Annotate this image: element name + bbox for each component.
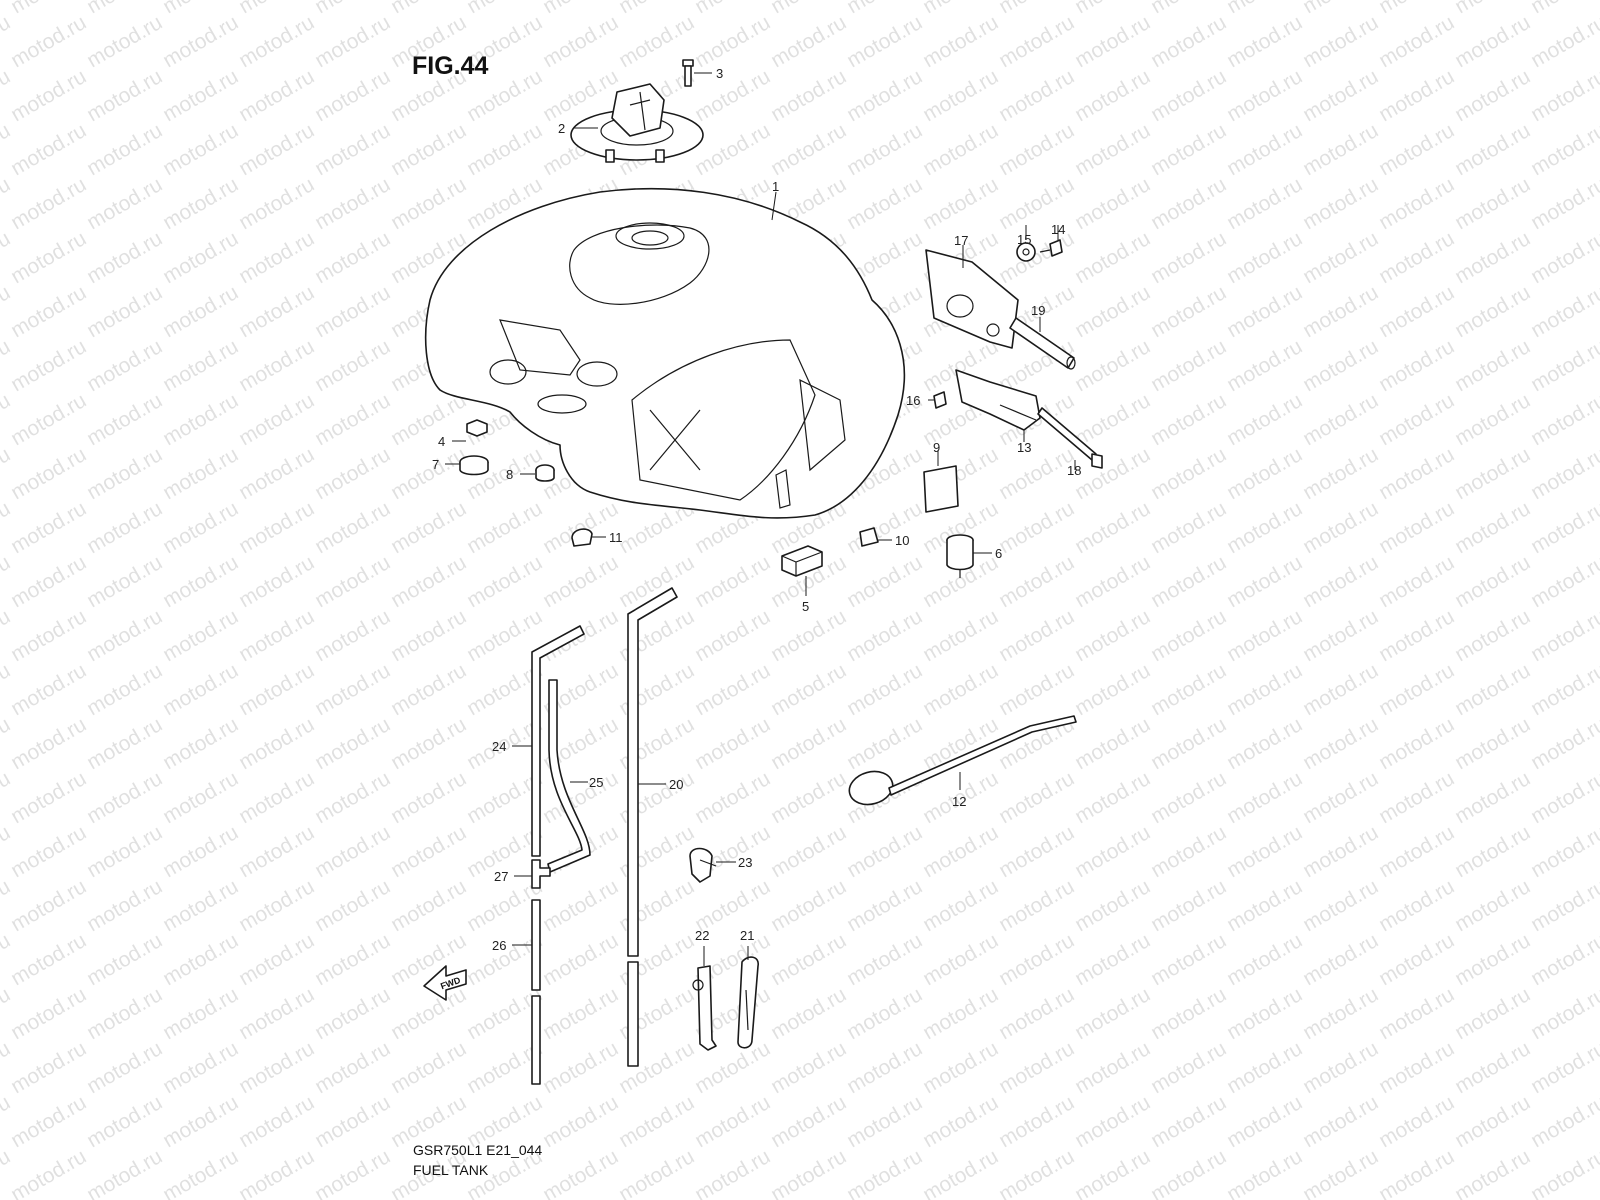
- callout-20: 20: [669, 777, 683, 792]
- part-24-hose[interactable]: 24: [492, 625, 585, 857]
- callout-1: 1: [772, 179, 779, 194]
- part-21-clamp[interactable]: 21: [737, 928, 759, 1049]
- part-10-cushion[interactable]: 10: [859, 527, 909, 548]
- callout-22: 22: [695, 928, 709, 943]
- part-8-cushion[interactable]: 8: [506, 464, 555, 482]
- callout-18: 18: [1067, 463, 1081, 478]
- callout-5: 5: [802, 599, 809, 614]
- part-19-spacer[interactable]: 19: [1009, 303, 1076, 370]
- part-16-bolt[interactable]: 16: [906, 391, 947, 409]
- part-6-damper[interactable]: 6: [946, 534, 1002, 578]
- part-11-cap[interactable]: 11: [571, 528, 623, 547]
- callout-23: 23: [738, 855, 752, 870]
- callout-7: 7: [432, 457, 439, 472]
- part-26-hose[interactable]: 26: [492, 899, 541, 1085]
- callout-25: 25: [589, 775, 603, 790]
- part-12-rod[interactable]: 12: [846, 715, 1077, 809]
- callout-17: 17: [954, 233, 968, 248]
- part-27-joint[interactable]: 27: [494, 859, 551, 889]
- part-7-cushion[interactable]: 7: [432, 455, 489, 476]
- part-1-fuel-tank[interactable]: 1: [424, 179, 906, 519]
- part-17-bracket[interactable]: 17: [925, 233, 1019, 349]
- callout-24: 24: [492, 739, 506, 754]
- figure-caption: FUEL TANK: [413, 1162, 489, 1178]
- part-23-clamp[interactable]: 23: [689, 847, 752, 883]
- part-22-clamp[interactable]: 22: [692, 928, 717, 1051]
- callout-3: 3: [716, 66, 723, 81]
- callout-12: 12: [952, 794, 966, 809]
- part-18-bolt[interactable]: 18: [1037, 407, 1103, 478]
- callout-14: 14: [1051, 222, 1065, 237]
- callout-6: 6: [995, 546, 1002, 561]
- callout-11: 11: [609, 530, 623, 545]
- callout-26: 26: [492, 938, 506, 953]
- callout-15: 15: [1017, 232, 1031, 247]
- callout-8: 8: [506, 467, 513, 482]
- part-9-pad[interactable]: 9: [923, 440, 959, 513]
- part-3-bolt[interactable]: 3: [682, 59, 723, 87]
- callout-21: 21: [740, 928, 754, 943]
- part-14-bolt[interactable]: 14: [1039, 222, 1065, 257]
- part-15-grommet[interactable]: 15: [1016, 225, 1036, 262]
- callout-16: 16: [906, 393, 920, 408]
- figure-footer: GSR750L1 E21_044 FUEL TANK: [413, 1140, 542, 1180]
- part-4-bolt[interactable]: 4: [438, 419, 488, 449]
- callout-19: 19: [1031, 303, 1045, 318]
- part-2-fuel-cap[interactable]: 2: [558, 83, 704, 163]
- callout-10: 10: [895, 533, 909, 548]
- callout-4: 4: [438, 434, 445, 449]
- callout-2: 2: [558, 121, 565, 136]
- callout-13: 13: [1017, 440, 1031, 455]
- part-5-cushion-block[interactable]: 5: [781, 545, 823, 614]
- fwd-arrow: FWD: [423, 965, 467, 1001]
- part-13-bracket[interactable]: 13: [955, 369, 1041, 455]
- part-25-hose[interactable]: 25: [547, 679, 603, 873]
- model-code: GSR750L1 E21_044: [413, 1142, 543, 1158]
- figure-title: FIG.44: [412, 52, 489, 80]
- callout-27: 27: [494, 869, 508, 884]
- part-20-hose[interactable]: 20: [627, 587, 683, 1067]
- callout-9: 9: [933, 440, 940, 455]
